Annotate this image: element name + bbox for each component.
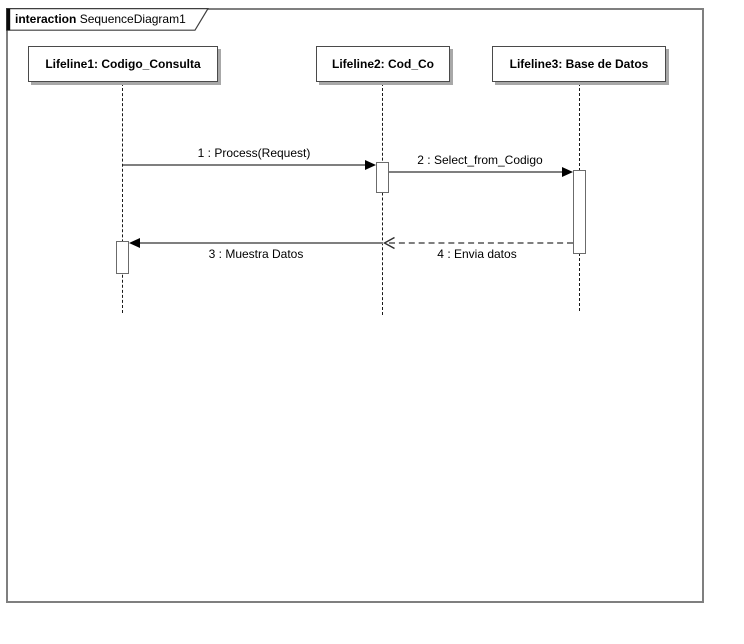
message-2-line[interactable]	[389, 171, 565, 173]
message-2-arrowhead	[562, 167, 573, 177]
frame-title: interaction SequenceDiagram1	[15, 8, 186, 31]
frame-label-tab[interactable]: interaction SequenceDiagram1	[6, 8, 216, 31]
message-2-label: 2 : Select_from_Codigo	[417, 153, 543, 167]
activation-bar-lifeline3[interactable]	[573, 170, 586, 254]
message-1-arrowhead	[365, 160, 376, 170]
lifeline-head-3[interactable]: Lifeline3: Base de Datos	[492, 46, 666, 82]
frame-tab-pentagon-shape	[6, 8, 210, 31]
lifeline-head-3-label: Lifeline3: Base de Datos	[509, 57, 649, 71]
message-4-open-arrowhead	[383, 236, 395, 250]
frame-name: SequenceDiagram1	[79, 12, 186, 26]
message-3-line[interactable]	[138, 242, 383, 244]
activation-bar-lifeline1[interactable]	[116, 241, 129, 274]
lifeline-head-2[interactable]: Lifeline2: Cod_Co	[316, 46, 450, 82]
message-4-label: 4 : Envia datos	[437, 247, 517, 261]
lifeline-head-1-label: Lifeline1: Codigo_Consulta	[45, 57, 201, 71]
frame-keyword: interaction	[15, 12, 77, 26]
lifeline-head-2-label: Lifeline2: Cod_Co	[331, 57, 434, 71]
message-1-line[interactable]	[123, 164, 368, 166]
message-4-line[interactable]	[389, 242, 573, 244]
message-1-label: 1 : Process(Request)	[197, 146, 311, 160]
lifeline-line-1[interactable]	[122, 83, 123, 313]
activation-bar-lifeline2[interactable]	[376, 162, 389, 193]
lifeline-head-1[interactable]: Lifeline1: Codigo_Consulta	[28, 46, 218, 82]
interaction-frame[interactable]	[6, 8, 704, 603]
lifeline-line-2[interactable]	[382, 83, 383, 315]
message-3-arrowhead	[129, 238, 140, 248]
message-3-label: 3 : Muestra Datos	[208, 247, 304, 261]
